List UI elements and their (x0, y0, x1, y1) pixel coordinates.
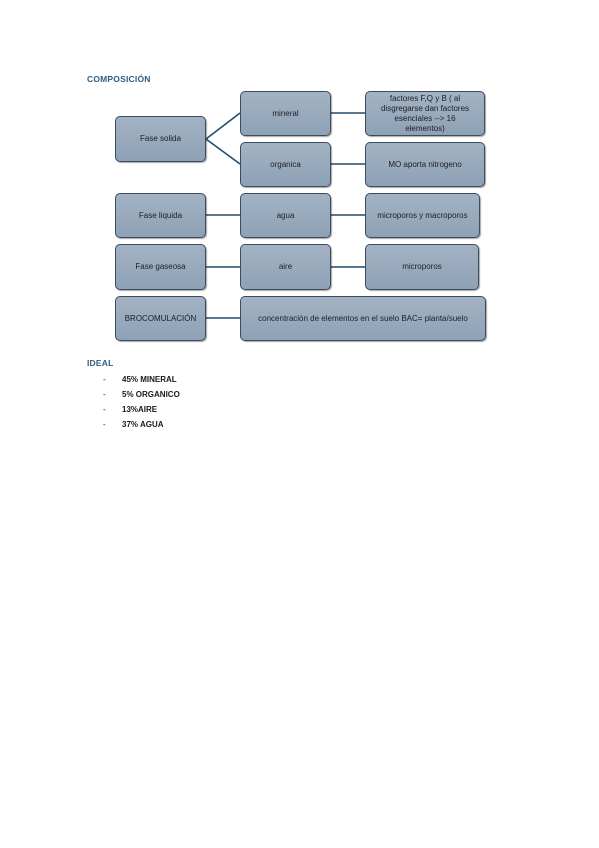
ideal-list: - 45% MINERAL - 5% ORGANICO - 13%AIRE - 37% … (103, 372, 180, 432)
connector-solida-organica (205, 138, 241, 165)
box-brocomulacion: BROCOMULACIÓN (115, 296, 206, 341)
list-dash: - (103, 420, 106, 429)
box-fase-liquida: Fase liquida (115, 193, 206, 238)
box-agua-detail: microporos y macroporos (365, 193, 480, 238)
box-fase-solida: Fase solida (115, 116, 206, 162)
box-aire-detail: microporos (365, 244, 479, 290)
list-dash: - (103, 405, 106, 414)
list-item: - 45% MINERAL (103, 372, 180, 387)
list-item-text: 5% ORGANICO (122, 390, 180, 399)
box-mineral: mineral (240, 91, 331, 136)
list-item-text: 45% MINERAL (122, 375, 177, 384)
list-dash: - (103, 375, 106, 384)
list-item-text: 37% AGUA (122, 420, 164, 429)
box-fase-gaseosa: Fase gaseosa (115, 244, 206, 290)
composicion-heading: COMPOSICIÓN (87, 74, 151, 84)
ideal-heading: IDEAL (87, 358, 114, 368)
list-item: - 37% AGUA (103, 417, 180, 432)
box-aire: aire (240, 244, 331, 290)
list-item: - 13%AIRE (103, 402, 180, 417)
list-dash: - (103, 390, 106, 399)
list-item-text: 13%AIRE (122, 405, 158, 414)
box-brocomulacion-detail: concentración de elementos en el suelo B… (240, 296, 486, 341)
connector-solida-mineral (205, 112, 241, 140)
box-organica: organica (240, 142, 331, 187)
list-item: - 5% ORGANICO (103, 387, 180, 402)
box-organica-detail: MO aporta nitrogeno (365, 142, 485, 187)
box-mineral-detail: factores F,Q y B ( al disgregarse dan fa… (365, 91, 485, 136)
box-agua: agua (240, 193, 331, 238)
